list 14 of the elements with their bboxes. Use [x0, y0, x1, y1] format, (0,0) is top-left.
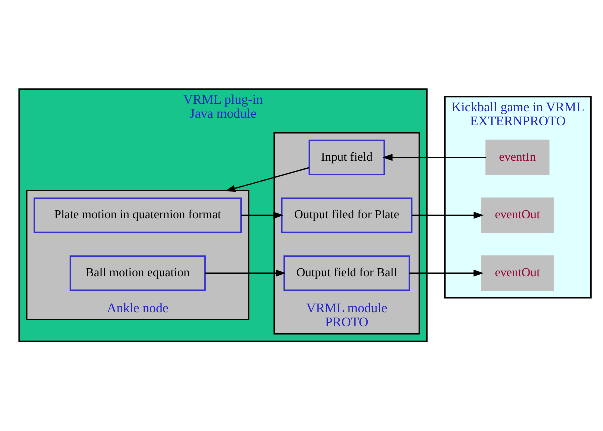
- arrow: [382, 154, 486, 162]
- node-box: Output filed for Plate: [281, 198, 413, 234]
- arrow: [225, 167, 310, 192]
- arrow: [242, 212, 284, 220]
- arrow: [205, 270, 286, 277]
- node-box: eventOut: [481, 198, 554, 234]
- arrow: [410, 270, 484, 277]
- node-box: Output field for Ball: [284, 256, 410, 292]
- node-box: Ball motion equation: [70, 256, 206, 292]
- node-box: eventIn: [486, 140, 550, 176]
- node-box: eventOut: [481, 256, 554, 292]
- node-box: Plate motion in quaternion format: [34, 198, 242, 234]
- arrow: [412, 212, 484, 220]
- node-box: Input field: [308, 140, 386, 176]
